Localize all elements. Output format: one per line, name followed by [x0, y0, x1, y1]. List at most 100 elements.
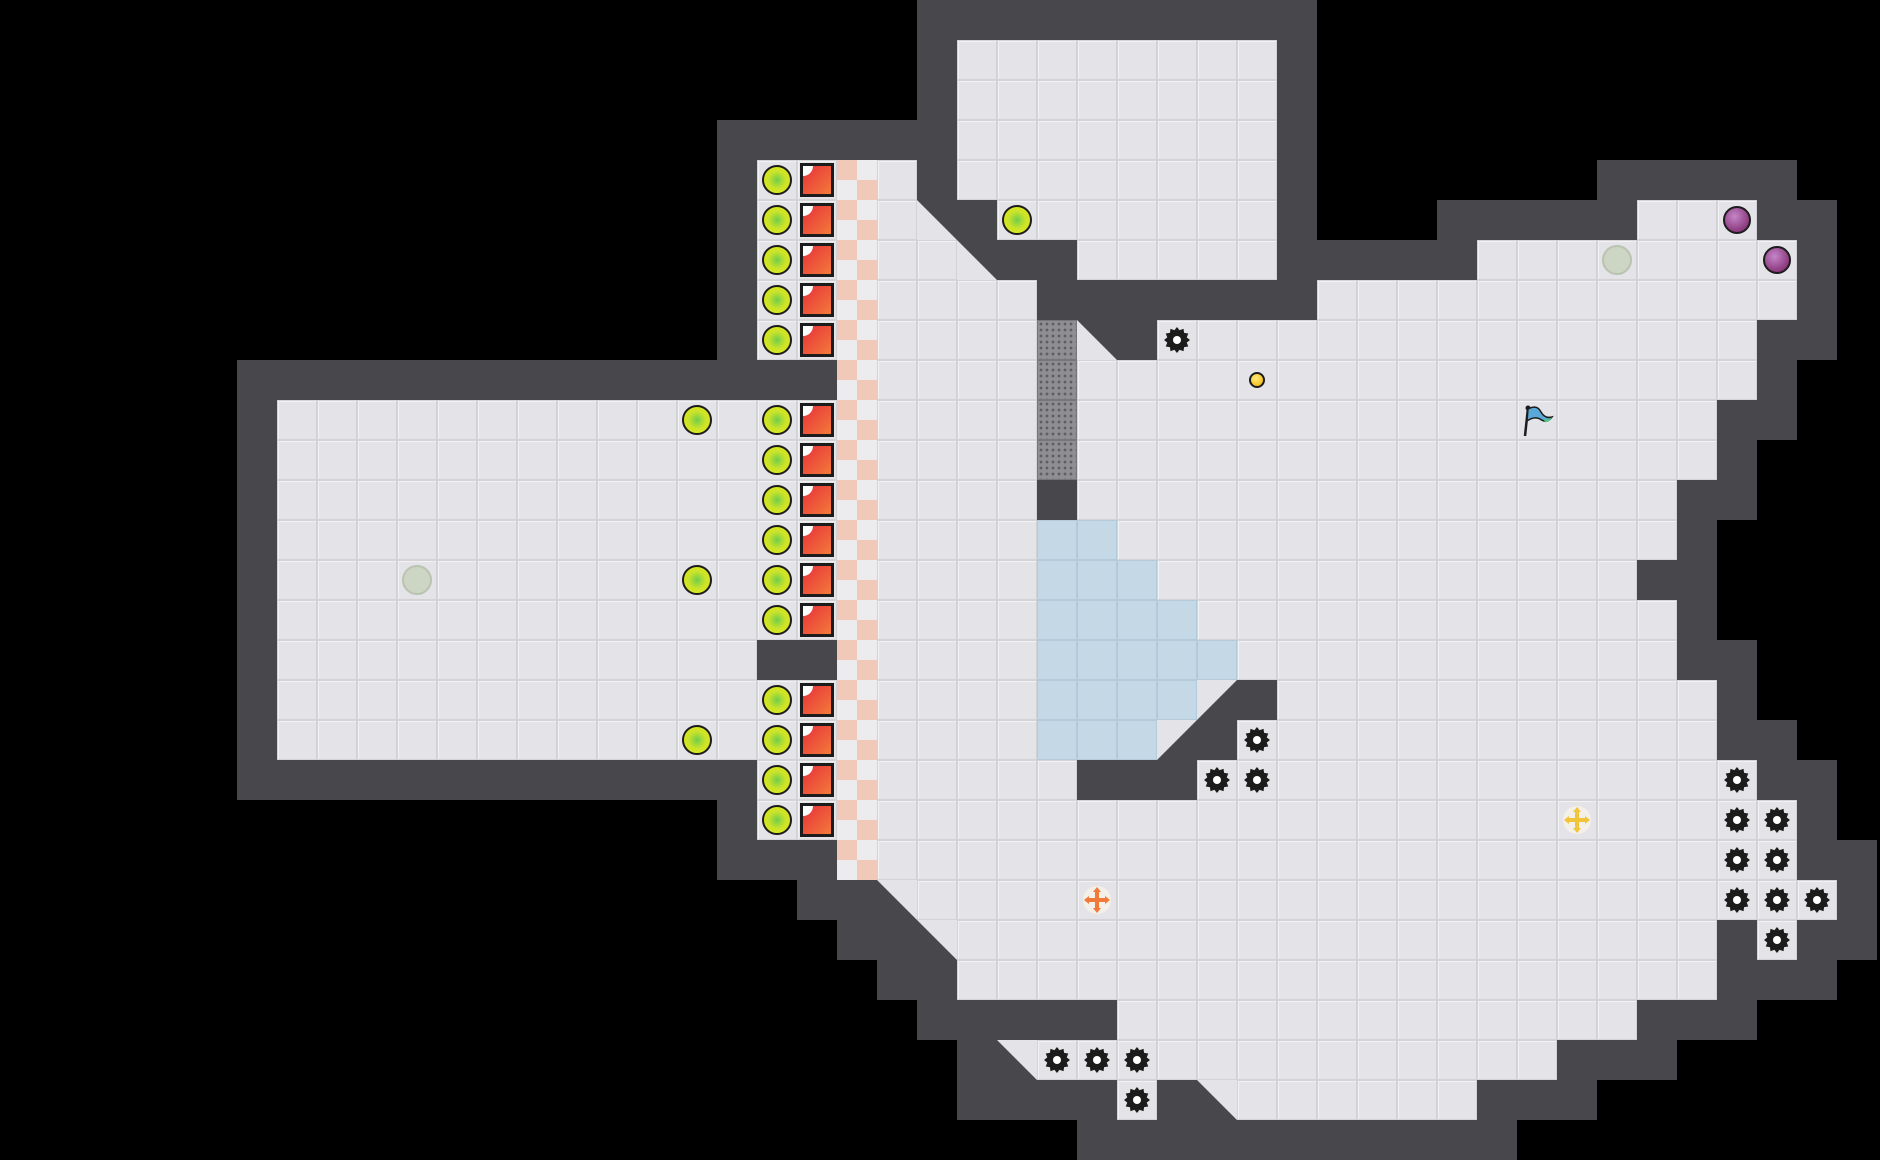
floor-tile[interactable]	[1117, 200, 1157, 240]
floor-tile[interactable]	[317, 720, 357, 760]
floor-tile[interactable]	[477, 400, 517, 440]
floor-tile[interactable]	[1677, 880, 1717, 920]
floor-tile[interactable]	[997, 440, 1037, 480]
purple-ball[interactable]	[1763, 246, 1791, 274]
floor-tile[interactable]	[1397, 560, 1437, 600]
floor-tile[interactable]	[1357, 1000, 1397, 1040]
floor-tile[interactable]	[1237, 320, 1277, 360]
floor-tile[interactable]	[877, 440, 917, 480]
floor-tile[interactable]	[1197, 40, 1237, 80]
floor-tile[interactable]	[1637, 400, 1677, 440]
floor-tile[interactable]	[1597, 680, 1637, 720]
floor-tile[interactable]	[1477, 680, 1517, 720]
floor-tile[interactable]	[997, 280, 1037, 320]
coin[interactable]	[762, 165, 792, 195]
floor-tile[interactable]	[1637, 600, 1677, 640]
floor-tile[interactable]	[677, 640, 717, 680]
floor-tile[interactable]	[1557, 840, 1597, 880]
checker-tile[interactable]	[837, 440, 877, 480]
floor-tile[interactable]	[917, 560, 957, 600]
floor-tile[interactable]	[1157, 1000, 1197, 1040]
floor-tile[interactable]	[1437, 800, 1477, 840]
floor-tile[interactable]	[1357, 880, 1397, 920]
floor-tile[interactable]	[517, 520, 557, 560]
checker-tile[interactable]	[837, 400, 877, 440]
floor-tile[interactable]	[1517, 880, 1557, 920]
floor-tile[interactable]	[1317, 800, 1357, 840]
floor-tile[interactable]	[1477, 640, 1517, 680]
floor-tile[interactable]	[997, 40, 1037, 80]
water-tile[interactable]	[1157, 680, 1197, 720]
floor-tile[interactable]	[1557, 960, 1597, 1000]
coin[interactable]	[762, 525, 792, 555]
floor-tile[interactable]	[1357, 960, 1397, 1000]
gear-hazard[interactable]	[1762, 805, 1792, 839]
floor-tile[interactable]	[877, 320, 917, 360]
floor-tile[interactable]	[1477, 320, 1517, 360]
floor-tile[interactable]	[957, 480, 997, 520]
floor-tile[interactable]	[1437, 840, 1477, 880]
floor-tile[interactable]	[1677, 720, 1717, 760]
floor-tile[interactable]	[1197, 200, 1237, 240]
floor-tile[interactable]	[1397, 440, 1437, 480]
grate-tile[interactable]	[1037, 400, 1077, 440]
floor-tile[interactable]	[1077, 120, 1117, 160]
floor-tile[interactable]	[1677, 760, 1717, 800]
floor-tile[interactable]	[997, 360, 1037, 400]
floor-tile[interactable]	[1477, 400, 1517, 440]
floor-tile[interactable]	[957, 40, 997, 80]
floor-tile[interactable]	[277, 480, 317, 520]
floor-tile[interactable]	[1437, 280, 1477, 320]
floor-tile[interactable]	[1637, 840, 1677, 880]
water-tile[interactable]	[1037, 720, 1077, 760]
floor-tile[interactable]	[637, 640, 677, 680]
floor-tile[interactable]	[557, 520, 597, 560]
water-tile[interactable]	[1077, 720, 1117, 760]
floor-tile[interactable]	[1437, 720, 1477, 760]
floor-tile[interactable]	[1237, 1000, 1277, 1040]
floor-tile[interactable]	[1317, 440, 1357, 480]
floor-tile[interactable]	[1317, 520, 1357, 560]
floor-tile[interactable]	[1477, 1000, 1517, 1040]
red-block[interactable]	[800, 283, 834, 317]
floor-tile[interactable]	[1237, 400, 1277, 440]
floor-tile[interactable]	[1317, 960, 1357, 1000]
coin[interactable]	[762, 285, 792, 315]
floor-tile[interactable]	[1477, 720, 1517, 760]
floor-tile[interactable]	[1517, 600, 1557, 640]
floor-tile[interactable]	[1517, 280, 1557, 320]
floor-tile[interactable]	[1277, 1040, 1317, 1080]
floor-tile[interactable]	[1357, 720, 1397, 760]
floor-tile[interactable]	[1677, 240, 1717, 280]
floor-tile[interactable]	[437, 600, 477, 640]
floor-tile[interactable]	[997, 320, 1037, 360]
floor-tile[interactable]	[1477, 480, 1517, 520]
gear-hazard[interactable]	[1802, 885, 1832, 919]
floor-tile[interactable]	[877, 400, 917, 440]
floor-tile[interactable]	[1117, 40, 1157, 80]
floor-tile[interactable]	[1517, 1000, 1557, 1040]
floor-tile[interactable]	[1037, 160, 1077, 200]
floor-tile[interactable]	[1437, 920, 1477, 960]
floor-tile[interactable]	[1317, 1080, 1357, 1120]
floor-tile[interactable]	[277, 640, 317, 680]
floor-tile[interactable]	[1517, 520, 1557, 560]
floor-tile[interactable]	[997, 560, 1037, 600]
floor-tile[interactable]	[1637, 880, 1677, 920]
floor-tile[interactable]	[1037, 800, 1077, 840]
coin[interactable]	[762, 405, 792, 435]
floor-tile[interactable]	[1197, 800, 1237, 840]
floor-tile[interactable]	[1757, 880, 1797, 920]
floor-tile[interactable]	[1637, 680, 1677, 720]
floor-tile[interactable]	[1277, 1000, 1317, 1040]
floor-tile[interactable]	[1237, 160, 1277, 200]
checker-tile[interactable]	[837, 560, 877, 600]
floor-tile[interactable]	[1557, 240, 1597, 280]
floor-tile[interactable]	[1437, 640, 1477, 680]
floor-tile[interactable]	[1517, 560, 1557, 600]
floor-tile[interactable]	[1477, 960, 1517, 1000]
floor-tile[interactable]	[677, 600, 717, 640]
floor-tile[interactable]	[1597, 560, 1637, 600]
floor-tile[interactable]	[1597, 640, 1637, 680]
floor-tile[interactable]	[1037, 200, 1077, 240]
